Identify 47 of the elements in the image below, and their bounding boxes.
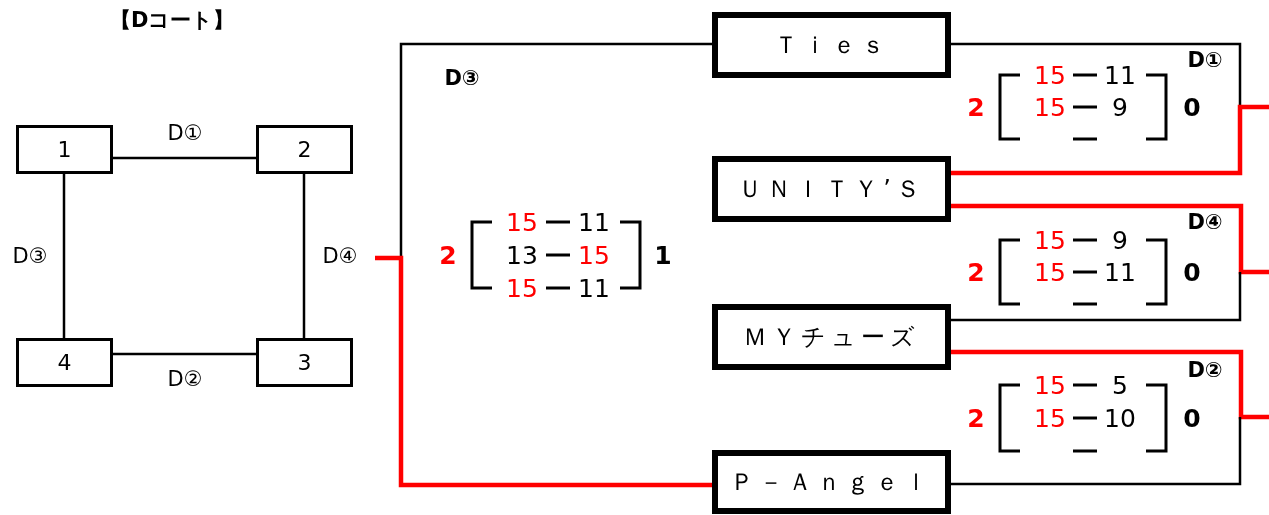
team-box: [712, 156, 951, 222]
game-score: 5: [1112, 372, 1128, 398]
games-won: 1: [654, 242, 672, 268]
game-score: 11: [578, 209, 610, 235]
position-number: 4: [57, 350, 72, 375]
team-box: [712, 450, 951, 514]
court-title: 【Dコート】: [110, 7, 235, 34]
games-won: 0: [1183, 94, 1201, 120]
position-box: [256, 338, 353, 387]
team-name: Ｔｉｅｓ: [773, 30, 890, 61]
game-score: 11: [1104, 259, 1136, 285]
position-number: 3: [297, 350, 312, 375]
position-box: [16, 125, 113, 174]
game-score: 10: [1104, 405, 1136, 431]
game-score: 13: [506, 242, 538, 268]
games-won: 2: [439, 242, 457, 268]
team-box: [712, 12, 951, 78]
game-score: 15: [1034, 405, 1066, 431]
game-score: 15: [506, 209, 538, 235]
team-name: ＵＮＩＴＹ’Ｓ: [738, 174, 925, 205]
game-score: 9: [1112, 94, 1128, 120]
games-won: 2: [967, 259, 985, 285]
team-box: [712, 304, 951, 370]
position-number: 1: [57, 137, 72, 162]
match-label: D①: [1187, 49, 1223, 71]
games-won: 0: [1183, 405, 1201, 431]
game-score: 11: [1104, 62, 1136, 88]
game-score: 15: [1034, 259, 1066, 285]
match-label: D④: [1187, 211, 1223, 233]
game-score: 9: [1112, 227, 1128, 253]
game-score: 15: [1034, 372, 1066, 398]
game-score: 15: [1034, 227, 1066, 253]
game-score: 15: [506, 275, 538, 301]
games-won: 2: [967, 405, 985, 431]
game-score: 15: [1034, 94, 1066, 120]
position-box: [256, 125, 353, 174]
position-number: 2: [297, 137, 312, 162]
team-name: Ｐ－Ａｎｇｅｌ: [730, 467, 933, 498]
games-won: 2: [967, 94, 985, 120]
games-won: 0: [1183, 259, 1201, 285]
position-box: [16, 338, 113, 387]
game-score: 15: [578, 242, 610, 268]
match-label: D③: [444, 67, 480, 89]
game-score: 15: [1034, 62, 1066, 88]
match-label: D②: [1187, 359, 1223, 381]
team-name: ＭＹチューズ: [743, 322, 920, 353]
game-score: 11: [578, 275, 610, 301]
